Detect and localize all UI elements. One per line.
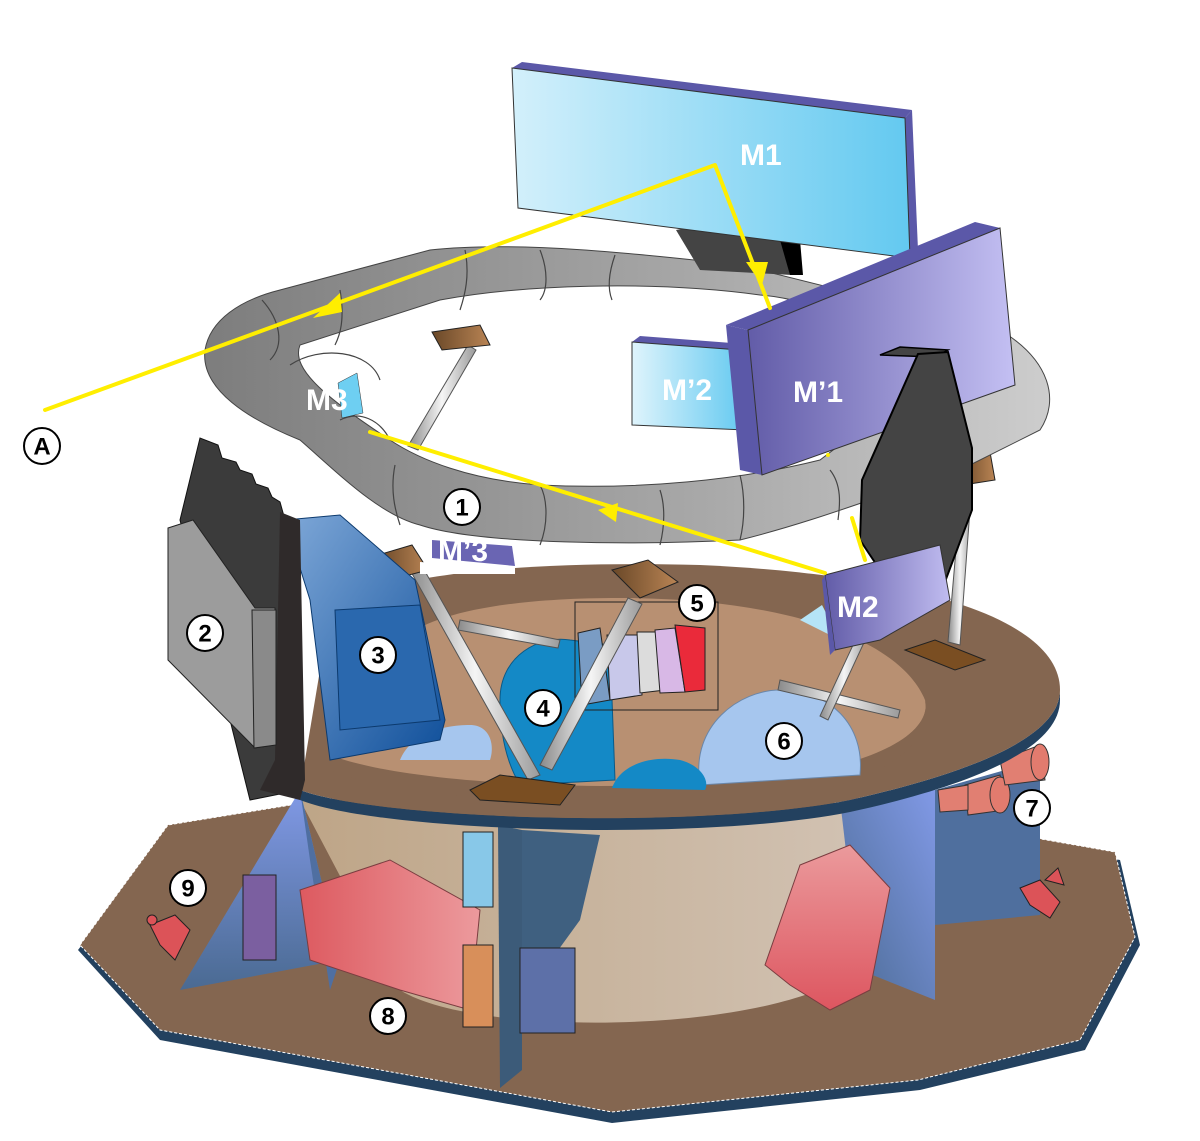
light-path-m1prime-to-m2: [850, 516, 867, 562]
mount-bracket-bottom: [469, 774, 576, 806]
mount-bracket-right: [903, 639, 987, 671]
callout-3: 3: [359, 636, 397, 674]
mirror-m1-prime: M’1: [726, 222, 1016, 476]
light-path-arrows: [313, 262, 830, 522]
label-m2-prime: M’2: [662, 374, 712, 407]
callout-5-label: 5: [690, 591, 703, 618]
label-m1: M1: [740, 139, 782, 172]
callout-8-label: 8: [381, 1004, 394, 1031]
arrow-head-incoming: [313, 293, 342, 318]
label-m1-prime: M’1: [793, 376, 843, 409]
mount-bracket-top-center: [611, 559, 680, 599]
mirror-m3: M3: [306, 372, 364, 419]
callout-6: 6: [765, 722, 803, 760]
electronics-box-blue: [519, 947, 576, 1034]
light-path: [43, 163, 867, 575]
thruster-left: [146, 914, 191, 961]
radiator-panel-2-side: [251, 609, 277, 749]
mirror-m3-prime: M’3: [420, 535, 515, 574]
callout-8: 8: [369, 997, 407, 1035]
callout-a-label: A: [33, 434, 50, 461]
electronics-box-light-blue: [462, 831, 494, 908]
callout-2-label: 2: [198, 621, 211, 648]
label-m3-prime: M’3: [438, 535, 488, 568]
electronics-box-orange: [462, 944, 494, 1028]
callout-4: 4: [524, 689, 562, 727]
callout-1-label: 1: [455, 495, 468, 522]
callout-5: 5: [678, 584, 716, 622]
callout-7: 7: [1013, 789, 1051, 827]
label-m3: M3: [306, 384, 348, 417]
electronics-box-hex-red: [764, 844, 891, 1011]
electronics-box-purple: [242, 874, 277, 961]
mount-bracket-top-ring: [431, 324, 491, 351]
callout-6-label: 6: [777, 729, 790, 756]
callout-9: 9: [169, 869, 207, 907]
callout-4-label: 4: [536, 696, 550, 723]
thruster-right: [1019, 867, 1065, 919]
tank-left: [400, 725, 492, 760]
callout-9-label: 9: [181, 876, 194, 903]
callout-7-label: 7: [1025, 796, 1038, 823]
star-tracker-cluster: [937, 743, 1050, 816]
callout-3-label: 3: [371, 643, 384, 670]
light-path-m2-to-m3: [368, 430, 827, 575]
label-m2: M2: [837, 591, 879, 624]
callout-2: 2: [186, 614, 224, 652]
arrow-head-to-m1prime: [746, 262, 768, 285]
tank-bottom: [612, 758, 707, 790]
mirror-m2: M2: [800, 544, 951, 655]
mirror-m2-prime: M’2: [631, 336, 746, 431]
light-path-incoming: [43, 163, 772, 412]
mirror-m1: M1: [511, 62, 918, 275]
upper-ring-edge: [300, 690, 1060, 830]
radiator-plate-edge: [260, 512, 305, 800]
callout-a: A: [23, 427, 61, 465]
callout-1: 1: [443, 488, 481, 526]
arrow-head-to-m3: [598, 503, 618, 522]
support-panel-center: [498, 825, 522, 1088]
